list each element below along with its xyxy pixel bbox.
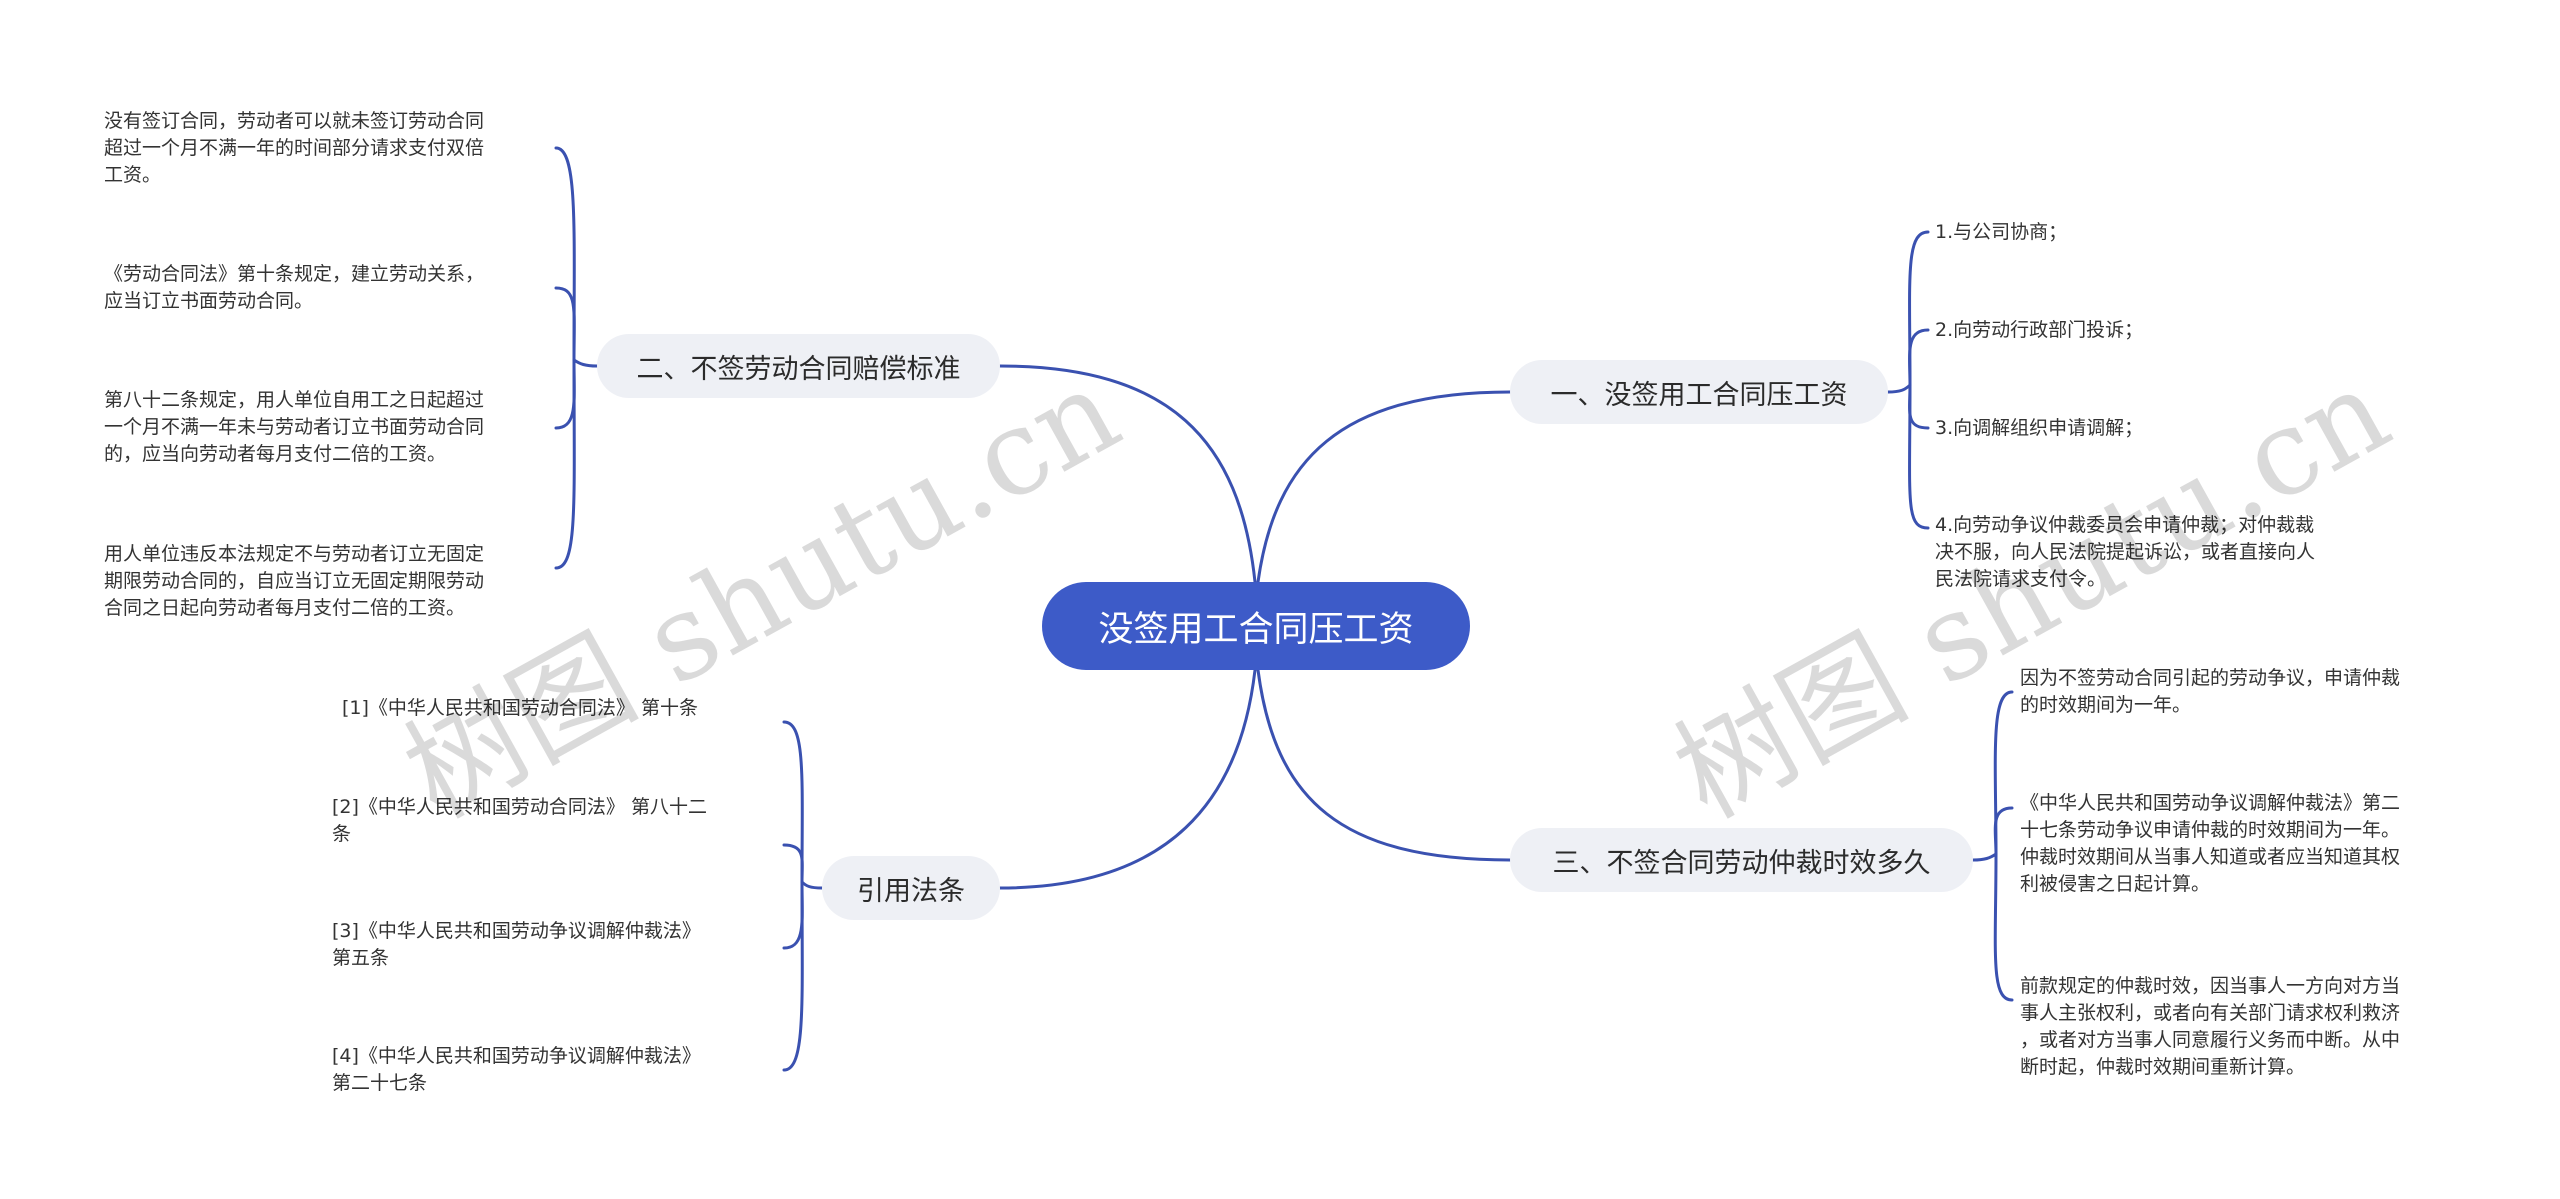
branch-4-leaf-4: [4]《中华人民共和国劳动争议调解仲裁法》 第二十七条 — [332, 1045, 701, 1094]
branch-2-leaf-3: 第八十二条规定，用人单位自用工之日起超过 一个月不满一年未与劳动者订立书面劳动合… — [104, 389, 485, 465]
link-b2-stem — [572, 358, 599, 368]
branch-3-leaf-1: 因为不签劳动合同引起的劳动争议，申请仲裁 的时效期间为一年。 — [2020, 667, 2401, 716]
link-b4-leaf4 — [782, 880, 804, 1072]
link-b4-leaf1 — [782, 720, 804, 884]
link-b2-leaf3 — [554, 358, 576, 430]
branch-4-leaf-1: [1]《中华人民共和国劳动合同法》 第十条 — [342, 697, 698, 719]
branch-1-topic[interactable]: 一、没签用工合同压工资 — [1510, 360, 1888, 424]
branch-4-topic[interactable]: 引用法条 — [822, 856, 1000, 920]
branch-2-label: 二、不签劳动合同赔偿标准 — [636, 353, 961, 385]
branch-1-leaf-4: 4.向劳动争议仲裁委员会申请仲裁；对仲裁裁 决不服，向人民法院提起诉讼，或者直接… — [1935, 514, 2316, 590]
branch-3-leaf-2: 《中华人民共和国劳动争议调解仲裁法》第二 十七条劳动争议申请仲裁的时效期间为一年… — [2020, 792, 2401, 895]
link-b4-stem — [800, 880, 824, 890]
link-b2-leaf1 — [554, 146, 576, 362]
link-b1-stem — [1886, 383, 1912, 394]
link-b3-leaf2 — [1993, 806, 2014, 856]
link-root-b1 — [1256, 390, 1512, 584]
branch-1-label: 一、没签用工合同压工资 — [1550, 379, 1848, 411]
branch-3-leaf-3: 前款规定的仲裁时效，因当事人一方向对方当 事人主张权利，或者向有关部门请求权利救… — [2020, 975, 2401, 1078]
link-b2-leaf2 — [554, 286, 576, 362]
branch-3-topic[interactable]: 三、不签合同劳动仲裁时效多久 — [1510, 828, 1973, 892]
link-root-b4 — [998, 668, 1257, 890]
link-b1-leaf2 — [1908, 328, 1930, 387]
branch-2-leaf-1: 没有签订合同，劳动者可以就未签订劳动合同 超过一个月不满一年的时间部分请求支付双… — [104, 110, 485, 186]
branch-4-leaf-2: [2]《中华人民共和国劳动合同法》 第八十二 条 — [332, 796, 707, 845]
root-topic[interactable]: 没签用工合同压工资 — [1042, 582, 1470, 670]
link-b1-leaf3 — [1908, 383, 1930, 430]
branch-2-leaf-4: 用人单位违反本法规定不与劳动者订立无固定 期限劳动合同的，自应当订立无固定期限劳… — [104, 543, 485, 619]
link-b4-leaf2 — [782, 843, 804, 884]
branch-2-topic[interactable]: 二、不签劳动合同赔偿标准 — [597, 334, 1000, 398]
link-b1-leaf1 — [1908, 230, 1930, 387]
link-b3-stem — [1971, 852, 1998, 862]
link-b2-leaf4 — [554, 358, 576, 570]
link-b3-leaf3 — [1993, 852, 2014, 1002]
branch-4-leaf-3: [3]《中华人民共和国劳动争议调解仲裁法》 第五条 — [332, 920, 701, 969]
link-b1-leaf4 — [1908, 383, 1930, 530]
branch-1-leaf-3: 3.向调解组织申请调解； — [1935, 417, 2144, 439]
link-b3-leaf1 — [1993, 690, 2014, 856]
branch-3-label: 三、不签合同劳动仲裁时效多久 — [1552, 847, 1931, 879]
link-root-b2 — [998, 364, 1257, 584]
branch-2-leaf-2: 《劳动合同法》第十条规定，建立劳动关系， 应当订立书面劳动合同。 — [104, 263, 485, 312]
root-topic-label: 没签用工合同压工资 — [1098, 609, 1414, 650]
branch-1-leaf-2: 2.向劳动行政部门投诉； — [1935, 319, 2144, 341]
branch-1-leaf-1: 1.与公司协商； — [1935, 221, 2068, 243]
link-b4-leaf3 — [782, 880, 804, 950]
branch-4-label: 引用法条 — [857, 875, 965, 907]
link-root-b3 — [1256, 668, 1512, 862]
